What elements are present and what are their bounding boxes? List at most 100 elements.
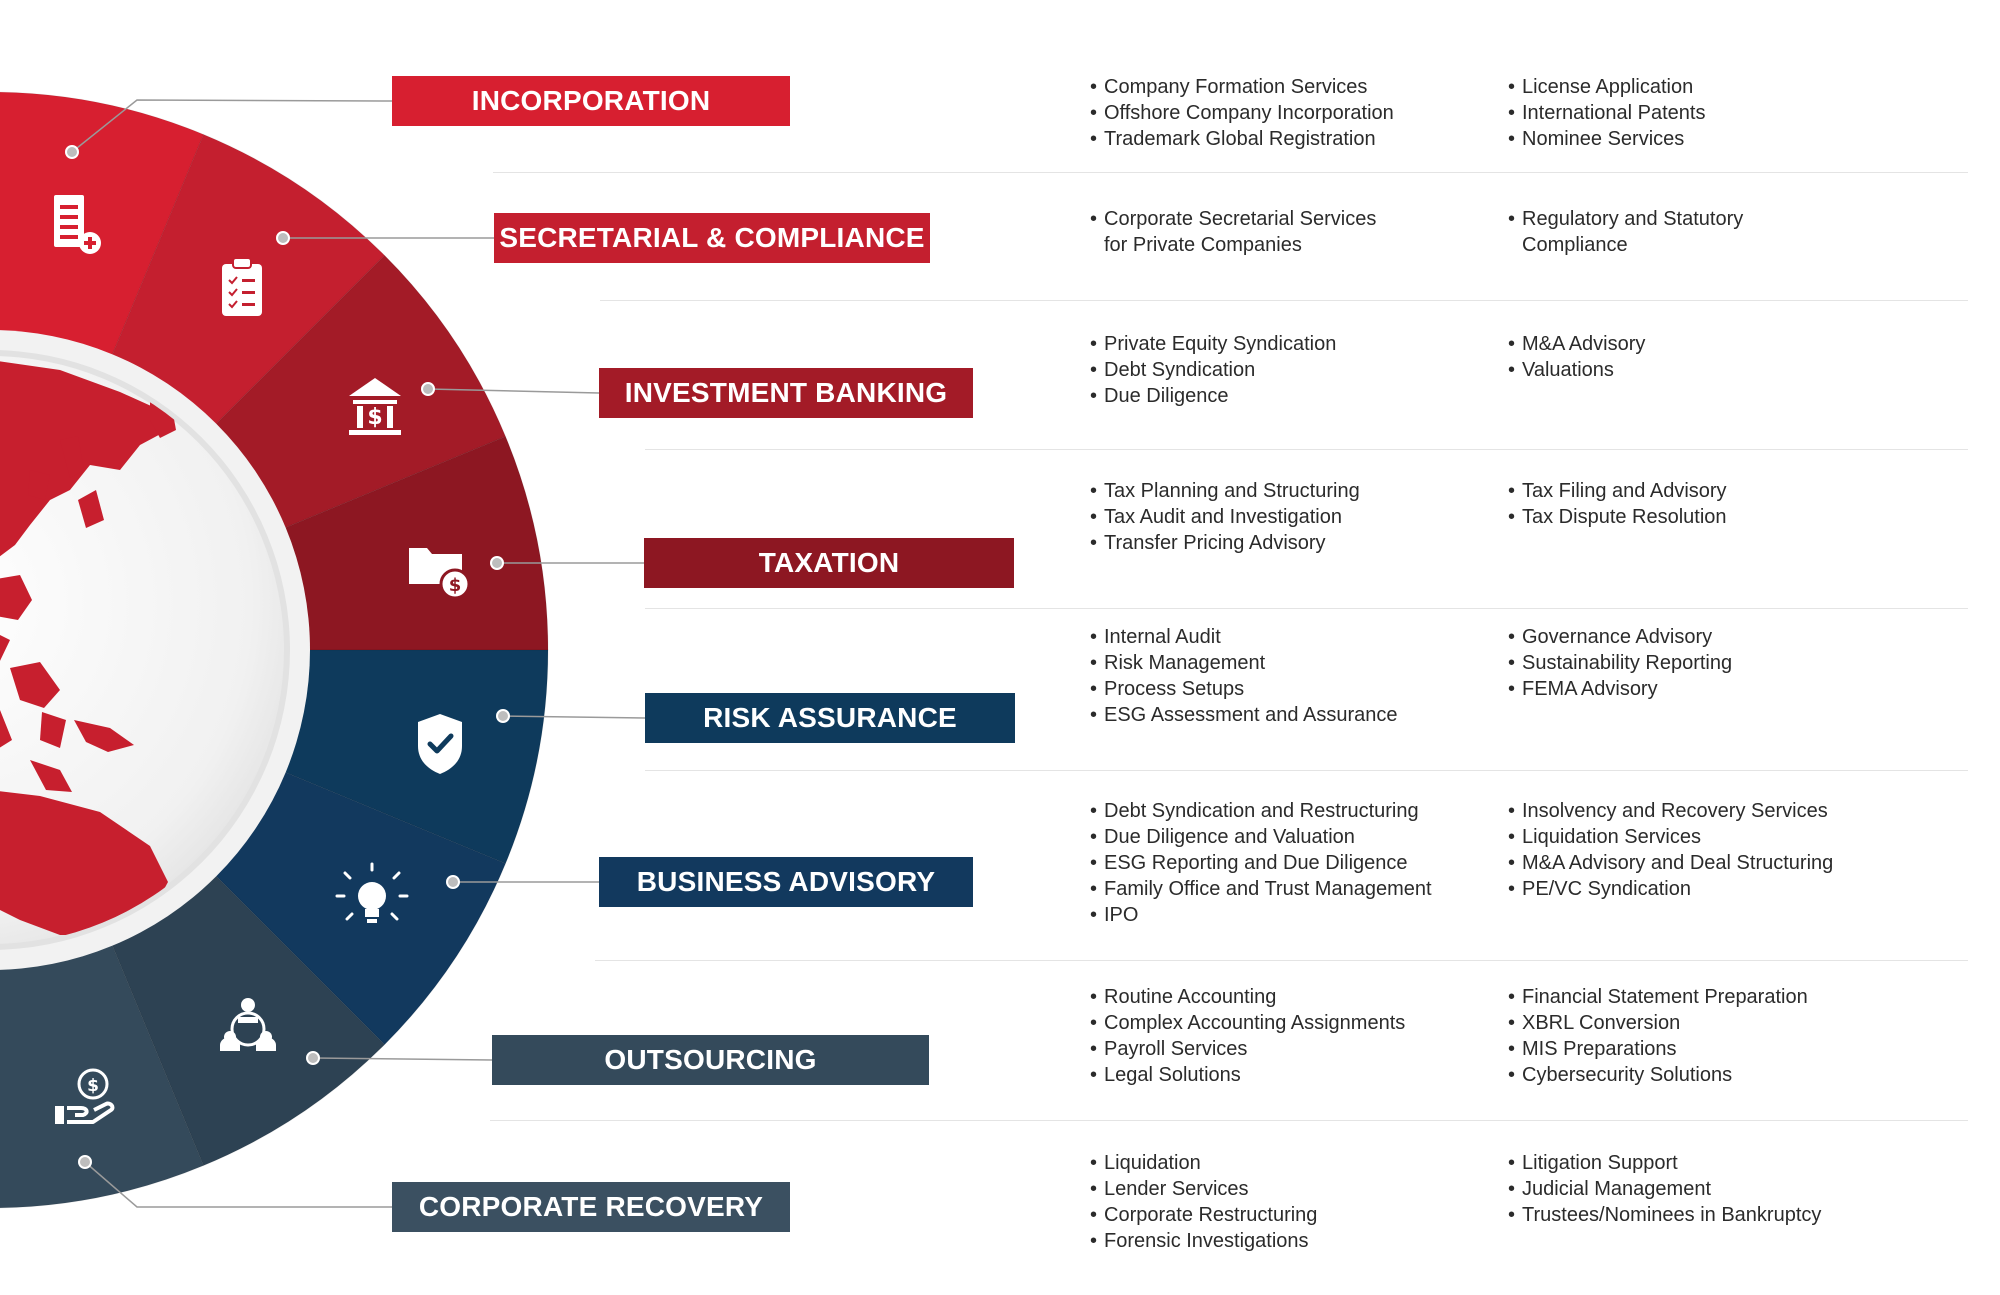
world-map [0, 360, 194, 935]
connector-dot [446, 875, 460, 889]
connector-line [71, 99, 393, 153]
service-title: RISK ASSURANCE [645, 693, 1015, 743]
connector-dot [421, 382, 435, 396]
service-list-left: Internal AuditRisk ManagementProcess Set… [1090, 624, 1398, 728]
service-list-right: M&A AdvisoryValuations [1508, 331, 1645, 383]
service-title: CORPORATE RECOVERY [392, 1182, 790, 1232]
service-item: Transfer Pricing Advisory [1090, 530, 1360, 556]
service-list-left: Company Formation ServicesOffshore Compa… [1090, 74, 1394, 152]
service-item: Judicial Management [1508, 1176, 1821, 1202]
service-item: Tax Filing and Advisory [1508, 478, 1727, 504]
hand-coin-icon: $ [55, 1068, 115, 1124]
service-item: Internal Audit [1090, 624, 1398, 650]
service-title: SECRETARIAL & COMPLIANCE [494, 213, 930, 263]
service-list-right: Regulatory and Statutory Compliance [1508, 206, 1743, 258]
connector-line [502, 715, 646, 719]
shield-check-icon [418, 714, 462, 774]
service-item: Private Equity Syndication [1090, 331, 1336, 357]
service-item: Insolvency and Recovery Services [1508, 798, 1833, 824]
service-item: Tax Dispute Resolution [1508, 504, 1727, 530]
service-item: Sustainability Reporting [1508, 650, 1732, 676]
connector-dot [78, 1155, 92, 1169]
service-list-left: Tax Planning and StructuringTax Audit an… [1090, 478, 1360, 556]
service-item: Debt Syndication [1090, 357, 1336, 383]
service-item: ESG Reporting and Due Diligence [1090, 850, 1432, 876]
team-network-icon [220, 998, 276, 1051]
service-item: Due Diligence [1090, 383, 1336, 409]
service-item: Legal Solutions [1090, 1062, 1405, 1088]
service-item: MIS Preparations [1508, 1036, 1808, 1062]
service-title: INVESTMENT BANKING [599, 368, 973, 418]
service-item: Cybersecurity Solutions [1508, 1062, 1808, 1088]
service-list-left: LiquidationLender ServicesCorporate Rest… [1090, 1150, 1317, 1254]
wheel-segments [0, 91, 549, 1209]
service-item: Offshore Company Incorporation [1090, 100, 1394, 126]
service-list-right: License ApplicationInternational Patents… [1508, 74, 1705, 152]
service-item: Company Formation Services [1090, 74, 1394, 100]
service-item: Debt Syndication and Restructuring [1090, 798, 1432, 824]
service-list-right: Governance AdvisorySustainability Report… [1508, 624, 1732, 702]
service-item: Due Diligence and Valuation [1090, 824, 1432, 850]
folder-dollar-icon: $ [409, 548, 471, 600]
connector-dot [306, 1051, 320, 1065]
connectors [65, 99, 646, 1208]
row-separator [645, 449, 1968, 450]
bank-dollar-icon: $ [349, 378, 401, 435]
row-separator [595, 960, 1968, 961]
service-item: Payroll Services [1090, 1036, 1405, 1062]
connector-line [312, 1057, 493, 1061]
service-item: Tax Audit and Investigation [1090, 504, 1360, 530]
service-item: PE/VC Syndication [1508, 876, 1833, 902]
connector-dot [276, 231, 290, 245]
service-item: ESG Assessment and Assurance [1090, 702, 1398, 728]
service-title: INCORPORATION [392, 76, 790, 126]
connector-dot [65, 145, 79, 159]
service-item: Regulatory and Statutory Compliance [1508, 206, 1743, 258]
connector-line [427, 388, 600, 394]
service-list-right: Tax Filing and AdvisoryTax Dispute Resol… [1508, 478, 1727, 530]
service-title: OUTSOURCING [492, 1035, 929, 1085]
service-item: Liquidation Services [1508, 824, 1833, 850]
svg-text:$: $ [367, 405, 382, 430]
lightbulb-icon [335, 862, 409, 923]
service-item: International Patents [1508, 100, 1705, 126]
row-separator [490, 1120, 1968, 1121]
service-item: Forensic Investigations [1090, 1228, 1317, 1254]
service-item: Family Office and Trust Management [1090, 876, 1432, 902]
globe [0, 330, 310, 970]
service-item: Corporate Secretarial Services for Priva… [1090, 206, 1376, 258]
service-item: IPO [1090, 902, 1432, 928]
service-item: Litigation Support [1508, 1150, 1821, 1176]
service-item: Lender Services [1090, 1176, 1317, 1202]
service-list-left: Routine AccountingComplex Accounting Ass… [1090, 984, 1405, 1088]
row-separator [493, 172, 1968, 173]
service-title: TAXATION [644, 538, 1014, 588]
row-separator [600, 300, 1968, 301]
service-item: Tax Planning and Structuring [1090, 478, 1360, 504]
service-list-left: Debt Syndication and RestructuringDue Di… [1090, 798, 1432, 928]
service-item: Governance Advisory [1508, 624, 1732, 650]
service-list-left: Corporate Secretarial Services for Priva… [1090, 206, 1376, 258]
service-item: Risk Management [1090, 650, 1398, 676]
connector-dot [490, 556, 504, 570]
row-separator [645, 770, 1968, 771]
service-item: Trademark Global Registration [1090, 126, 1394, 152]
connector-line [84, 1161, 392, 1208]
service-title: BUSINESS ADVISORY [599, 857, 973, 907]
service-item: Corporate Restructuring [1090, 1202, 1317, 1228]
service-item: Complex Accounting Assignments [1090, 1010, 1405, 1036]
building-plus-icon [54, 195, 101, 254]
segment-icons: $ $ $ [54, 195, 471, 1124]
service-item: Liquidation [1090, 1150, 1317, 1176]
svg-text:$: $ [87, 1076, 99, 1096]
service-item: Valuations [1508, 357, 1645, 383]
clipboard-checklist-icon [222, 257, 262, 316]
service-list-left: Private Equity SyndicationDebt Syndicati… [1090, 331, 1336, 409]
service-item: M&A Advisory and Deal Structuring [1508, 850, 1833, 876]
service-item: License Application [1508, 74, 1705, 100]
service-item: FEMA Advisory [1508, 676, 1732, 702]
service-item: Trustees/Nominees in Bankruptcy [1508, 1202, 1821, 1228]
service-item: Routine Accounting [1090, 984, 1405, 1010]
service-item: XBRL Conversion [1508, 1010, 1808, 1036]
